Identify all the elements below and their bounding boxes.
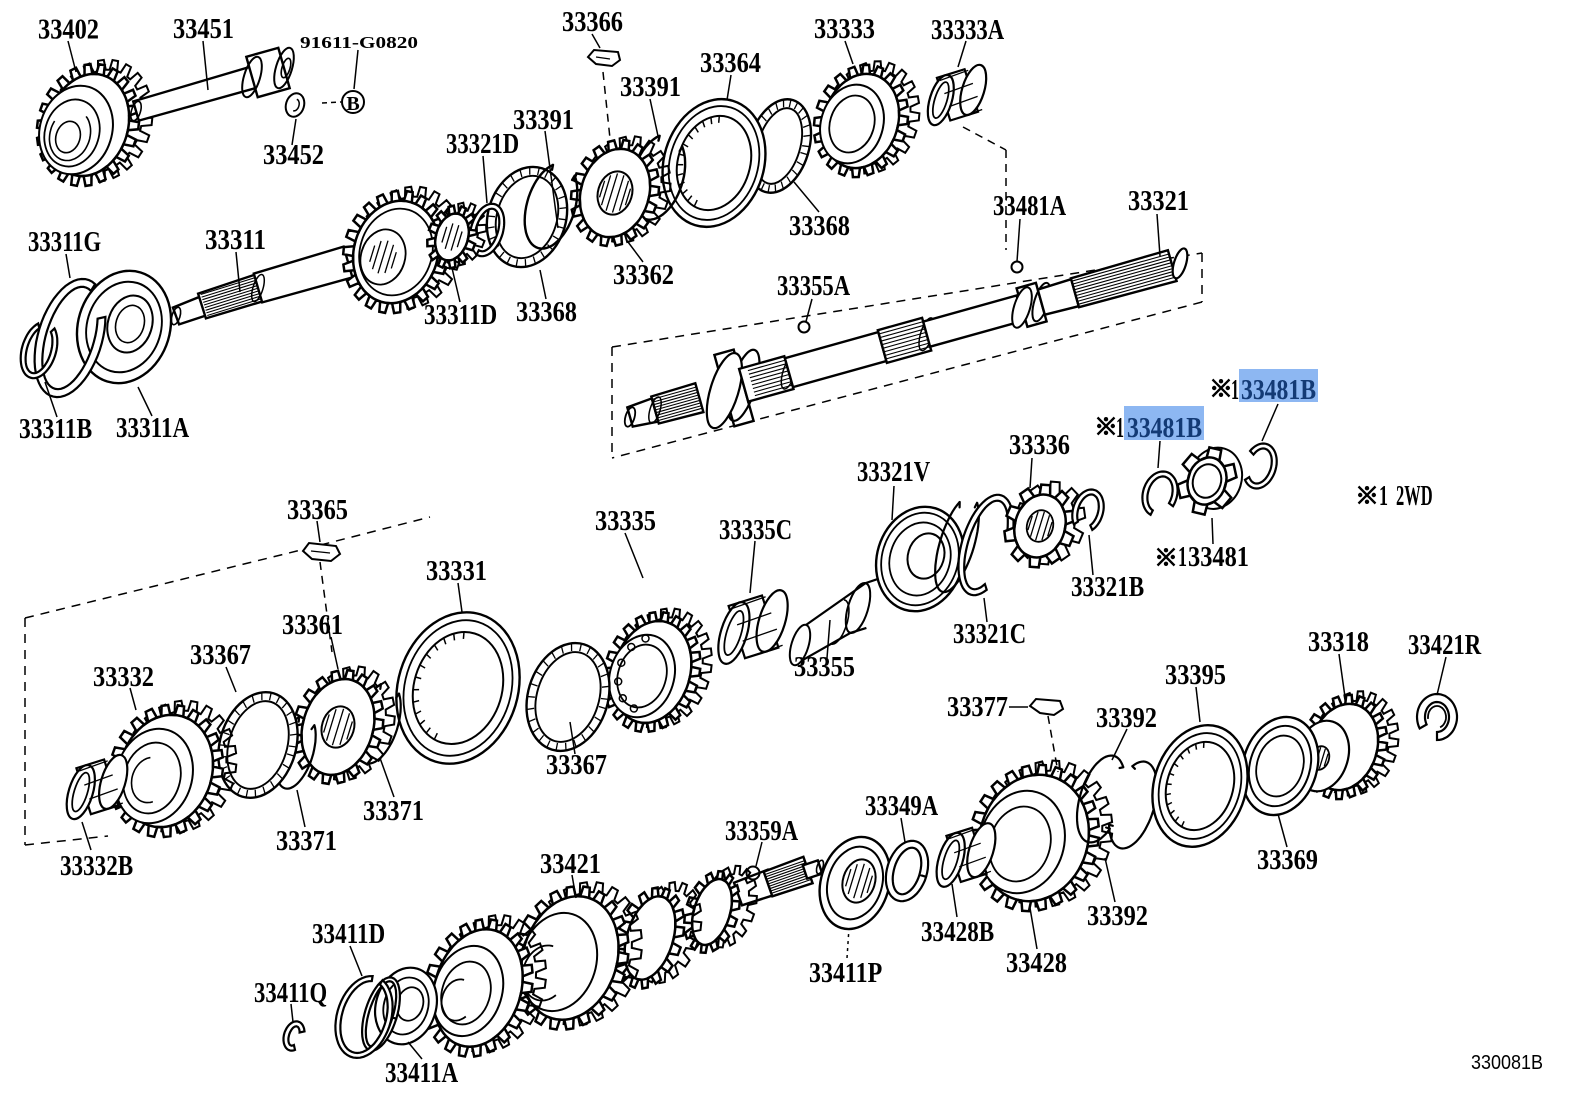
svg-text:1: 1	[1231, 375, 1239, 406]
svg-text:33377: 33377	[947, 692, 1008, 723]
svg-text:33392: 33392	[1096, 703, 1157, 734]
svg-text:33391: 33391	[513, 105, 574, 136]
svg-text:33402: 33402	[38, 15, 99, 46]
svg-text:33428: 33428	[1006, 948, 1067, 979]
svg-text:33364: 33364	[700, 48, 761, 79]
svg-text:33428B: 33428B	[921, 917, 994, 948]
svg-text:330081B: 330081B	[1471, 1052, 1543, 1074]
svg-text:33321V: 33321V	[857, 457, 930, 488]
svg-text:33335C: 33335C	[719, 515, 792, 546]
svg-text:33366: 33366	[562, 7, 623, 38]
svg-text:33332B: 33332B	[60, 851, 133, 882]
svg-text:33311D: 33311D	[424, 300, 497, 331]
svg-text:91611-G0820: 91611-G0820	[300, 33, 418, 52]
svg-text:33349A: 33349A	[865, 791, 938, 822]
svg-text:33318: 33318	[1308, 627, 1369, 658]
svg-text:B: B	[346, 93, 359, 115]
svg-text:33335: 33335	[595, 506, 656, 537]
svg-text:33311: 33311	[205, 225, 266, 256]
svg-text:1: 1	[1379, 481, 1388, 512]
svg-text:1: 1	[1116, 413, 1124, 444]
svg-text:33311B: 33311B	[19, 414, 92, 445]
svg-text:33391: 33391	[620, 72, 681, 103]
svg-text:33332: 33332	[93, 662, 154, 693]
svg-text:33321B: 33321B	[1071, 572, 1144, 603]
svg-text:33392: 33392	[1087, 901, 1148, 932]
svg-text:33411A: 33411A	[385, 1058, 458, 1089]
svg-text:33481B: 33481B	[1127, 413, 1202, 444]
svg-text:33321D: 33321D	[446, 129, 519, 160]
svg-text:33452: 33452	[263, 140, 324, 171]
svg-text:33321C: 33321C	[953, 619, 1026, 650]
svg-text:33451: 33451	[173, 14, 234, 45]
svg-text:33331: 33331	[426, 556, 487, 587]
svg-text:33355: 33355	[794, 652, 855, 683]
svg-text:33421: 33421	[540, 849, 601, 880]
svg-text:33368: 33368	[516, 297, 577, 328]
svg-text:1: 1	[1178, 542, 1187, 573]
svg-text:33321: 33321	[1128, 186, 1189, 217]
svg-text:33395: 33395	[1165, 660, 1226, 691]
svg-text:33371: 33371	[363, 796, 424, 827]
svg-text:33411P: 33411P	[809, 958, 882, 989]
svg-text:33481B: 33481B	[1241, 375, 1316, 406]
svg-text:33361: 33361	[282, 610, 343, 641]
svg-text:33359A: 33359A	[725, 816, 798, 847]
svg-text:33371: 33371	[276, 826, 337, 857]
svg-text:33411D: 33411D	[312, 919, 385, 950]
svg-text:33369: 33369	[1257, 845, 1318, 876]
svg-text:33311G: 33311G	[28, 227, 101, 258]
svg-text:33355A: 33355A	[777, 271, 850, 302]
svg-text:33481: 33481	[1188, 542, 1249, 573]
svg-text:33421R: 33421R	[1408, 630, 1481, 661]
svg-text:33362: 33362	[613, 260, 674, 291]
svg-text:33367: 33367	[546, 750, 607, 781]
svg-text:33411Q: 33411Q	[254, 978, 327, 1009]
svg-text:33368: 33368	[789, 211, 850, 242]
svg-text:33481A: 33481A	[993, 191, 1066, 222]
svg-text:33311A: 33311A	[116, 413, 189, 444]
svg-text:33367: 33367	[190, 640, 251, 671]
svg-text:33336: 33336	[1009, 430, 1070, 461]
svg-text:33365: 33365	[287, 495, 348, 526]
svg-text:2WD: 2WD	[1396, 481, 1433, 512]
svg-text:33333A: 33333A	[931, 15, 1004, 46]
svg-text:33333: 33333	[814, 14, 875, 45]
